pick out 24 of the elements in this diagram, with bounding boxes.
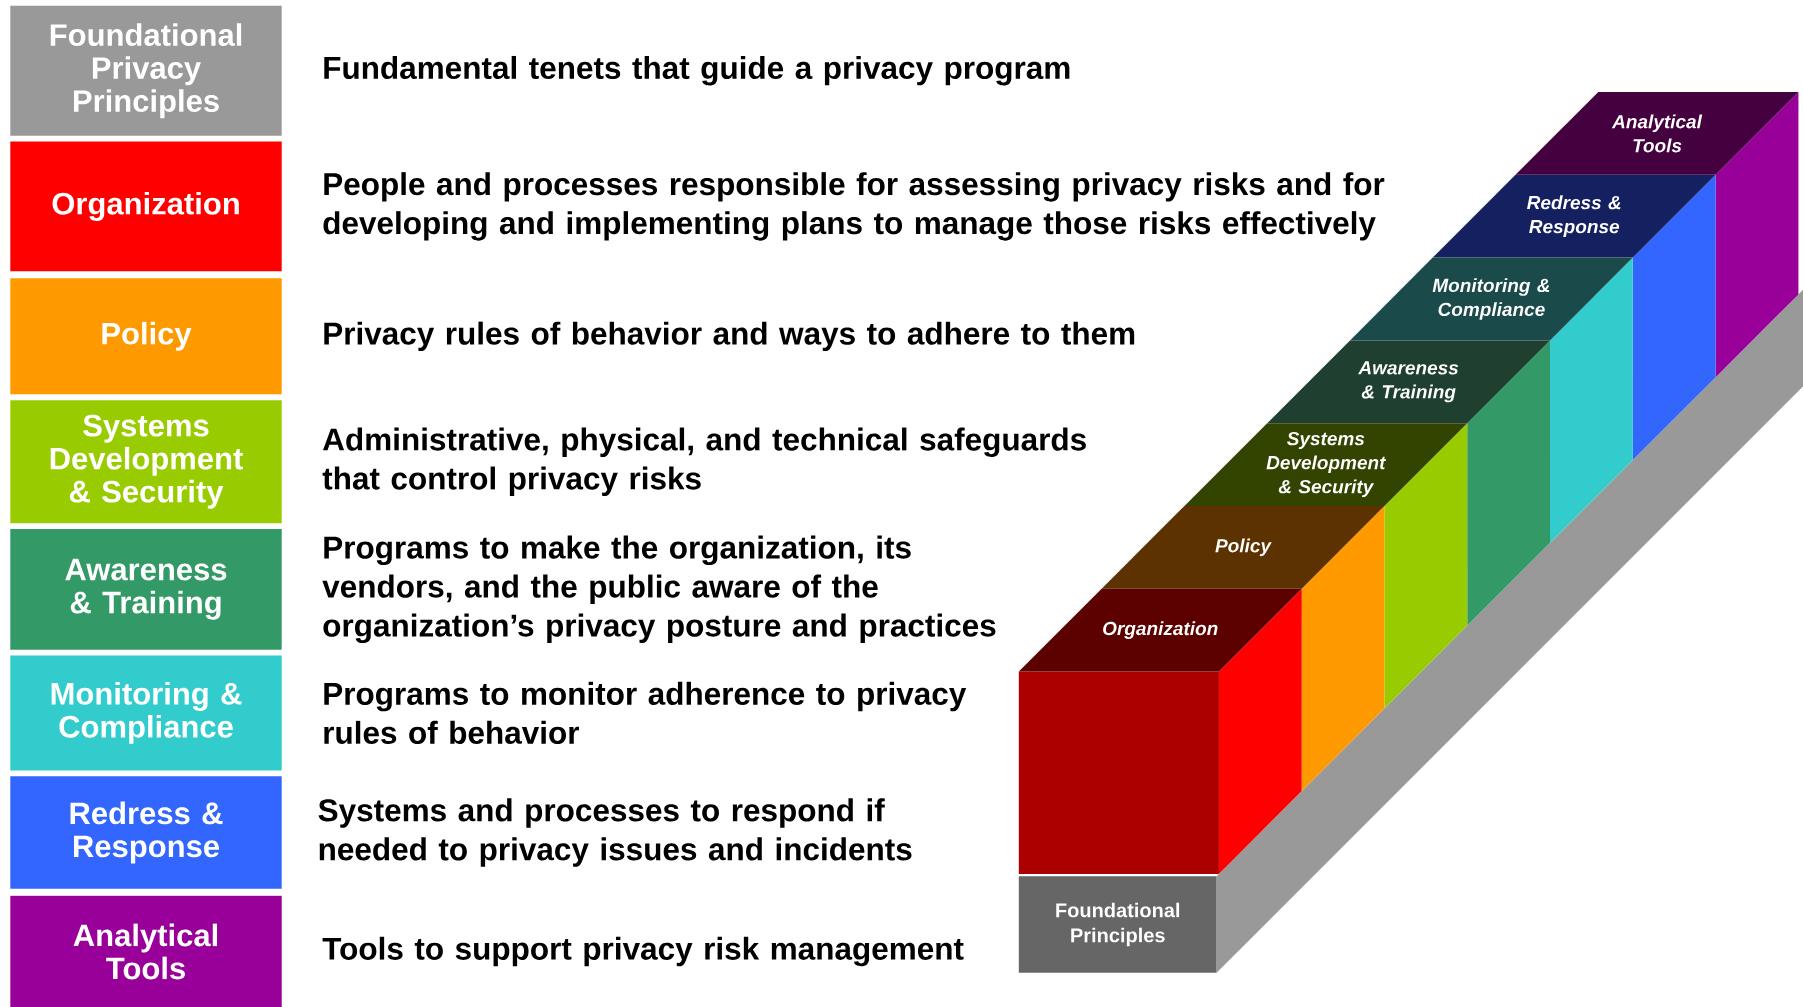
step-label: Monitoring & Compliance: [1432, 278, 1550, 320]
category-box: Awareness & Training: [10, 528, 282, 650]
description-text: People and processes responsible for assessing privacy risks and for developing and implementing plans to manage those risks effectively: [323, 172, 1385, 241]
description-text: Privacy rules of behavior and ways to adhere to them: [324, 321, 1135, 351]
step-label: Redress & Response: [1527, 195, 1621, 238]
step-label: Policy: [1215, 538, 1272, 557]
step-label: Analytical Tools: [1611, 114, 1703, 153]
category-box: Monitoring & Compliance: [10, 655, 282, 771]
description-text: Systems and processes to respond if needed to privacy issues and incidents: [318, 798, 912, 867]
base-label: Foundational Principles: [1056, 902, 1180, 947]
description-text: Administrative, physical, and technical safeguards that control privacy risks: [322, 427, 1086, 496]
description-text: Programs to monitor adherence to privacy rules of behavior: [324, 681, 967, 744]
category-box: Redress & Response: [10, 776, 282, 889]
step-label: Awareness & Training: [1358, 361, 1459, 403]
category-box: Foundational Privacy Principles: [10, 5, 282, 136]
step-label: Systems Development & Security: [1266, 431, 1387, 498]
description-text: Programs to make the organization, its vendors, and the public aware of the organization’s privacy posture and practices: [322, 535, 996, 644]
category-box: Analytical Tools: [10, 895, 282, 1007]
category-box: Systems Development & Security: [10, 400, 282, 524]
step-label: Organization: [1103, 621, 1218, 639]
description-text: Tools to support privacy risk management: [322, 936, 964, 967]
category-box: Organization: [10, 141, 282, 272]
category-box: Policy: [10, 278, 282, 395]
description-text: Fundamental tenets that guide a privacy program: [324, 55, 1070, 86]
